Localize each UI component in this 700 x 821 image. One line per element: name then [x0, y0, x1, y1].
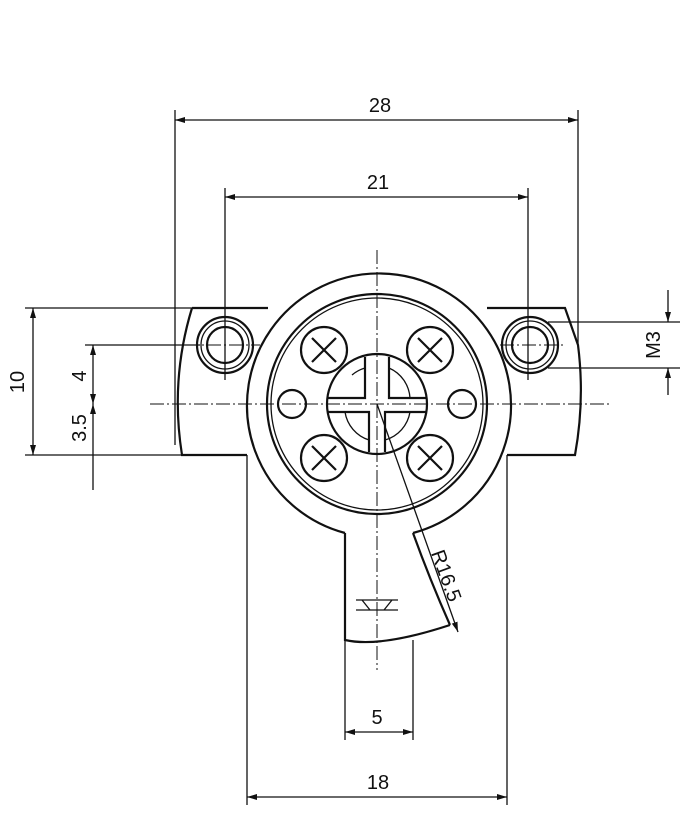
dim-3-5: 3.5 — [69, 414, 91, 442]
dim-4: 4 — [69, 370, 91, 381]
dim-5: 5 — [371, 707, 382, 729]
dim-10: 10 — [7, 371, 29, 393]
dimension-lines — [30, 117, 671, 800]
dim-m3: M3 — [643, 331, 665, 359]
dim-28: 28 — [369, 95, 391, 117]
dim-r16-5: R16.5 — [426, 547, 465, 605]
dim-21: 21 — [367, 172, 389, 194]
dimension-labels: 28 21 10 4 3.5 M3 R16.5 5 18 — [7, 95, 665, 794]
centerlines — [150, 250, 610, 670]
dim-18: 18 — [367, 772, 389, 794]
extension-lines — [25, 110, 680, 805]
